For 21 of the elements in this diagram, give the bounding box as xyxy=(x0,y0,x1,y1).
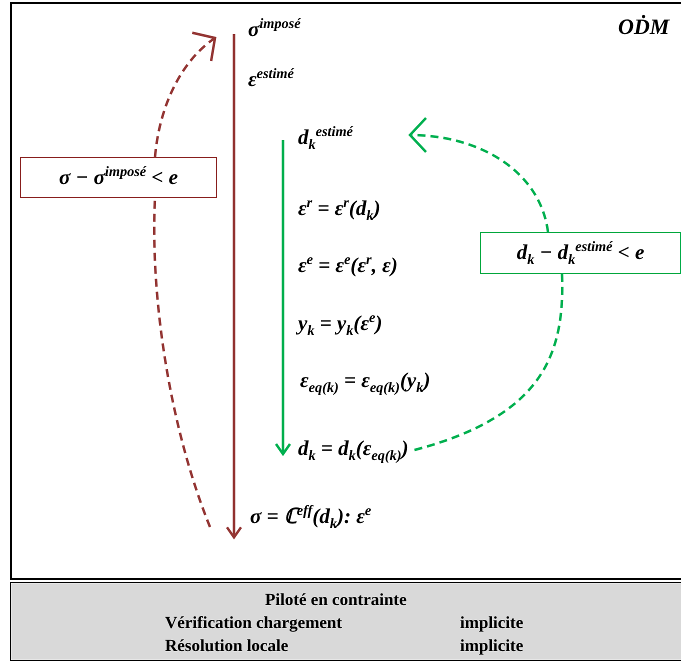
table-cell: Résolution locale xyxy=(165,636,288,656)
equation: ε$_{eq(k)}$ = ε$_{eq(k)}$(y$_{k}$) xyxy=(300,368,430,398)
equation: σ$^{imposé}$ xyxy=(248,16,301,42)
table-cell: implicite xyxy=(460,613,524,633)
dashed-arrow xyxy=(154,32,216,158)
arrow xyxy=(274,140,292,456)
dashed-line xyxy=(414,274,564,452)
arrow xyxy=(226,34,242,539)
equation: ε$^{e}$ = ε$^{e}$(ε$^{r}$, ε) xyxy=(298,252,398,278)
equation: ε$^{r}$ = ε$^{r}$(d$_{k}$) xyxy=(298,195,380,226)
table-heading: Piloté en contrainte xyxy=(265,590,407,610)
equation: d$_{k}$ = d$_{k}$(ε$_{eq(k)}$) xyxy=(298,436,408,466)
table-cell: implicite xyxy=(460,636,524,656)
equation: ε$^{estimé}$ xyxy=(248,66,294,92)
equation: σ = ℂ$^{eff}$(d$_{k}$): ε$^{e}$ xyxy=(250,503,372,534)
condition-box: d$_{k}$ − d$_{k}$$^{estimé}$ < e xyxy=(480,232,681,274)
dashed-arrow xyxy=(408,117,550,232)
condition-box: σ − σ$^{imposé}$ < e xyxy=(20,157,217,198)
equation: y$_{k}$ = y$_{k}$(ε$^{e}$) xyxy=(298,310,382,340)
table-cell: Vérification chargement xyxy=(165,613,342,633)
model-label: OḊM xyxy=(618,14,670,40)
